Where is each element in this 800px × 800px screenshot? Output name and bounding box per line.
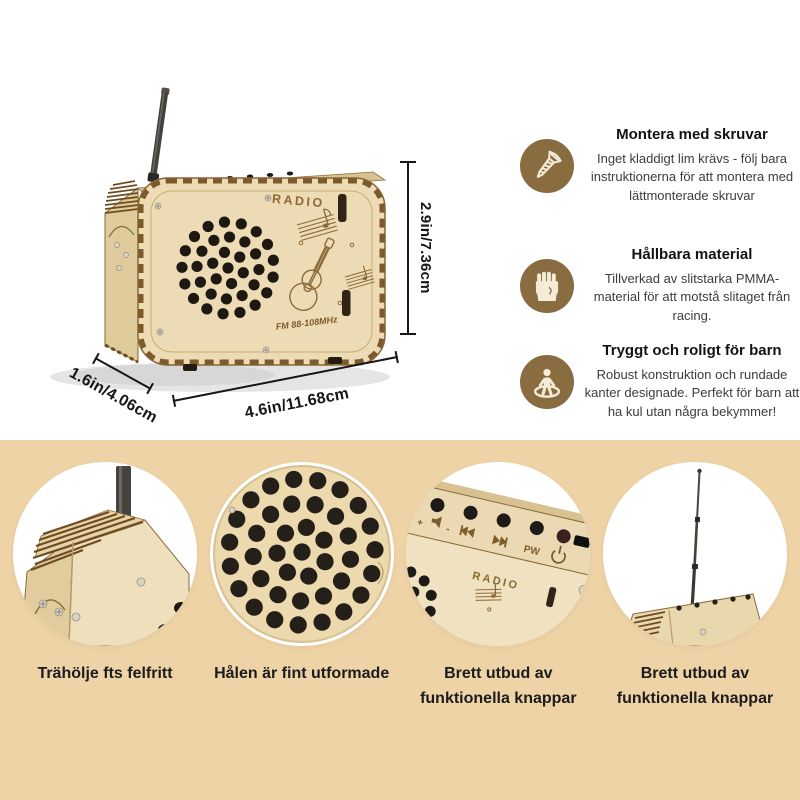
finger-joint-border [138, 178, 385, 365]
gallery-caption: Hålen är fint utformade [214, 665, 390, 682]
music-staff-engraving [296, 208, 339, 241]
child-safety-icon [520, 354, 574, 409]
kerf-corner [104, 180, 139, 214]
feature-text: Inget kladdigt lim krävs - följ bara ins… [590, 151, 794, 203]
gallery-item-holes: Hålen är fint utformade [207, 462, 397, 712]
speaker-grille [176, 216, 279, 320]
feature-child-safe: Tryggt och roligt för barn Robust konstr… [520, 342, 800, 421]
screw-icon [520, 138, 574, 193]
feature-assembly: Montera med skruvar Inget kladdigt lim k… [520, 126, 800, 205]
next-track-icon [492, 534, 509, 548]
volume-plus-label: + [416, 517, 424, 529]
gallery-item-antenna: Brett utbud av funktionella knappar [600, 462, 790, 712]
holes [220, 470, 384, 634]
main-product-photo: RADIO [35, 85, 415, 405]
height-dimension-line [407, 162, 409, 334]
side-slot [342, 290, 351, 316]
photo-speaker-holes [209, 462, 394, 646]
dot-engraving [298, 240, 304, 246]
height-cap-top [400, 161, 416, 163]
dot-engraving [349, 242, 355, 248]
side-engraving [108, 225, 135, 238]
side-bottom-joints [104, 343, 139, 364]
power-icon [551, 545, 567, 564]
foot [183, 364, 197, 371]
speaker-icon [431, 516, 443, 529]
photo-housing-corner [13, 462, 197, 646]
radio-left-face [104, 186, 139, 363]
shadow-soft [75, 364, 275, 386]
inner-panel-line [150, 190, 373, 353]
feature-durability: Hållbara material Tillverkad av slitstar… [520, 246, 800, 325]
brand-text: RADIO [271, 192, 325, 211]
gallery-caption: Brett utbud av funktionella knappar [420, 665, 577, 707]
feature-title: Hållbara material [631, 246, 753, 263]
photo-extended-antenna [602, 462, 787, 646]
feature-text: Tillverkad av slitstarka PMMA-material f… [593, 271, 791, 323]
volume-minus-label: - [445, 524, 451, 535]
feature-text: Robust konstruktion och rundade kanter d… [584, 367, 800, 419]
feature-title: Montera med skruvar [616, 126, 768, 143]
wooden-radio-illustration: RADIO [50, 87, 390, 392]
gallery-section: Trähölje fts felfritt Hålen är fint utfo… [0, 440, 800, 800]
music-staff-engraving-2 [344, 265, 375, 290]
power-label: PW [523, 544, 542, 558]
previous-track-icon [459, 525, 476, 538]
gallery-caption: Brett utbud av funktionella knappar [616, 665, 774, 707]
photo-button-panel: + - PW [406, 462, 591, 646]
fist-icon [520, 258, 574, 313]
feature-list: Montera med skruvar Inget kladdigt lim k… [520, 0, 800, 440]
side-slot [338, 194, 347, 222]
shadow [50, 362, 390, 392]
feature-title: Tryggt och roligt för barn [602, 342, 782, 359]
foot [328, 357, 342, 364]
height-cap-bottom [400, 333, 416, 335]
top-section: RADIO [35, 0, 800, 440]
height-dimension-label: 2.9in/7.36cm [417, 202, 434, 294]
dot-engraving [337, 300, 343, 306]
screws [114, 194, 272, 354]
gallery-item-buttons: + - PW [403, 462, 593, 712]
gallery-caption: Trähölje fts felfritt [37, 665, 173, 682]
gallery: Trähölje fts felfritt Hålen är fint utfo… [0, 462, 800, 712]
telescopic-antenna [690, 468, 702, 611]
guitar-engraving [289, 237, 335, 311]
antenna [147, 87, 170, 183]
gallery-item-housing: Trähölje fts felfritt [10, 462, 200, 712]
